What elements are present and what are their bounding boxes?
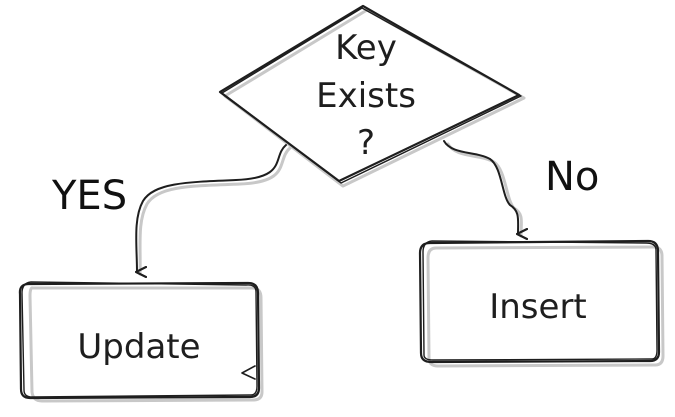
resize-handle-icon	[241, 365, 256, 380]
no-arrow	[443, 140, 518, 234]
yes-arrow	[136, 144, 287, 272]
decision-label-line-1: Key	[335, 28, 397, 68]
no-label: No	[545, 154, 599, 200]
update-node: Update	[18, 281, 264, 403]
decision-label-line-2: Exists	[316, 76, 416, 116]
update-label: Update	[77, 327, 200, 367]
decision-label-line-3: ?	[357, 123, 375, 163]
insert-node: Insert	[418, 239, 665, 368]
insert-label: Insert	[489, 287, 587, 327]
edge-no: No	[443, 140, 599, 236]
decision-node: Key Exists ?	[218, 4, 526, 188]
yes-label: YES	[51, 173, 127, 219]
edge-yes: YES	[51, 144, 292, 274]
